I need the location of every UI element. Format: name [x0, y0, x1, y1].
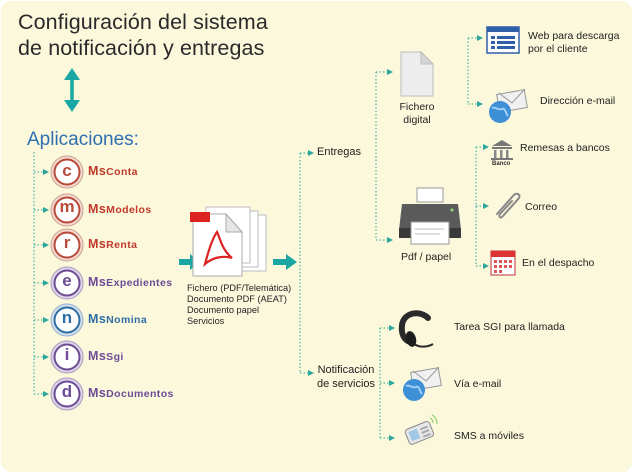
document-type: Fichero (PDF/Telemática) [187, 283, 292, 293]
app-badge-icon [50, 155, 84, 189]
app-name-msmodelos: MsModelos [88, 202, 152, 216]
web-descarga-label: Web para descarga por el cliente [528, 30, 619, 55]
app-badges [50, 155, 84, 411]
app-name-msexpedientes: MsExpedientes [88, 275, 173, 289]
bank-icon [491, 140, 513, 160]
paperclip-icon [496, 192, 521, 219]
app-name-msdocumentos: MsDocumentos [88, 386, 174, 400]
calendar-icon [490, 250, 516, 276]
papel-bracket [475, 144, 489, 269]
app-name-msnomina: MsNomina [88, 312, 148, 326]
banco-label: Banco [492, 161, 511, 167]
document-type: Documento papel [187, 305, 260, 315]
fichero-bracket [467, 35, 483, 107]
remesas-label: Remesas a bancos [520, 142, 610, 154]
printer-icon [399, 187, 461, 245]
web-form-icon [486, 26, 520, 54]
app-badge-icon [50, 193, 84, 227]
app-badge-letter: e [62, 271, 72, 290]
app-badge-letter: i [64, 345, 70, 364]
app-name-msconta: MsConta [88, 164, 138, 178]
app-badge-letter: c [62, 161, 72, 180]
branch-notificacion-line1: Notificación [317, 364, 375, 376]
fichero-line2: digital [403, 113, 431, 126]
title-line-2: de notificación y entregas [18, 36, 265, 60]
web-line1: Web para descarga [528, 30, 620, 42]
file-icon [400, 50, 435, 97]
sms-label: SMS a móviles [454, 430, 525, 442]
branch-notificacion: Notificación de servicios [315, 364, 377, 392]
email-globe-icon [489, 88, 528, 123]
fichero-digital-label: Fichero digital [394, 101, 440, 126]
entregas-bracket [375, 69, 393, 243]
tarea-sgi-label: Tarea SGI para llamada [454, 321, 565, 333]
via-email-label: Vía e-mail [454, 378, 502, 390]
branch-entregas: Entregas [317, 146, 362, 158]
app-badge-icon [50, 377, 84, 411]
direccion-email-label: Dirección e-mail [540, 95, 616, 107]
branch-notificacion-line2: de servicios [316, 377, 376, 390]
main-bracket [299, 150, 314, 376]
web-line2: por el cliente [528, 42, 588, 55]
apps-bracket [33, 152, 49, 397]
pdf-papel-label: Pdf / papel [401, 251, 452, 263]
despacho-label: En el despacho [522, 257, 595, 269]
fichero-line1: Fichero [399, 101, 435, 113]
document-type: Documento PDF (AEAT) [187, 294, 287, 304]
flow-arrow-out [273, 254, 297, 270]
app-name-mssgi: MsSgi [88, 349, 124, 363]
app-badge-icon [50, 266, 84, 300]
app-badge-letter: n [61, 308, 73, 327]
app-badge-letter: r [63, 233, 71, 252]
app-name-msrenta: MsRenta [88, 237, 138, 251]
app-badge-letter: m [59, 197, 75, 216]
email-globe-icon [403, 366, 442, 401]
title-line-1: Configuración del sistema [18, 10, 268, 34]
double-arrow-icon [64, 68, 80, 112]
app-badge-icon [50, 228, 84, 262]
applications-heading: Aplicaciones: [27, 129, 139, 150]
app-badge-icon [50, 303, 84, 337]
pdf-documents-icon [190, 206, 267, 277]
app-badge-icon [50, 340, 84, 374]
mobile-phone-icon [404, 414, 438, 445]
document-type: Servicios [187, 316, 225, 326]
correo-label: Correo [525, 201, 558, 213]
headset-icon [398, 310, 434, 348]
app-badge-letter: d [61, 382, 73, 401]
notificacion-bracket [379, 325, 395, 441]
